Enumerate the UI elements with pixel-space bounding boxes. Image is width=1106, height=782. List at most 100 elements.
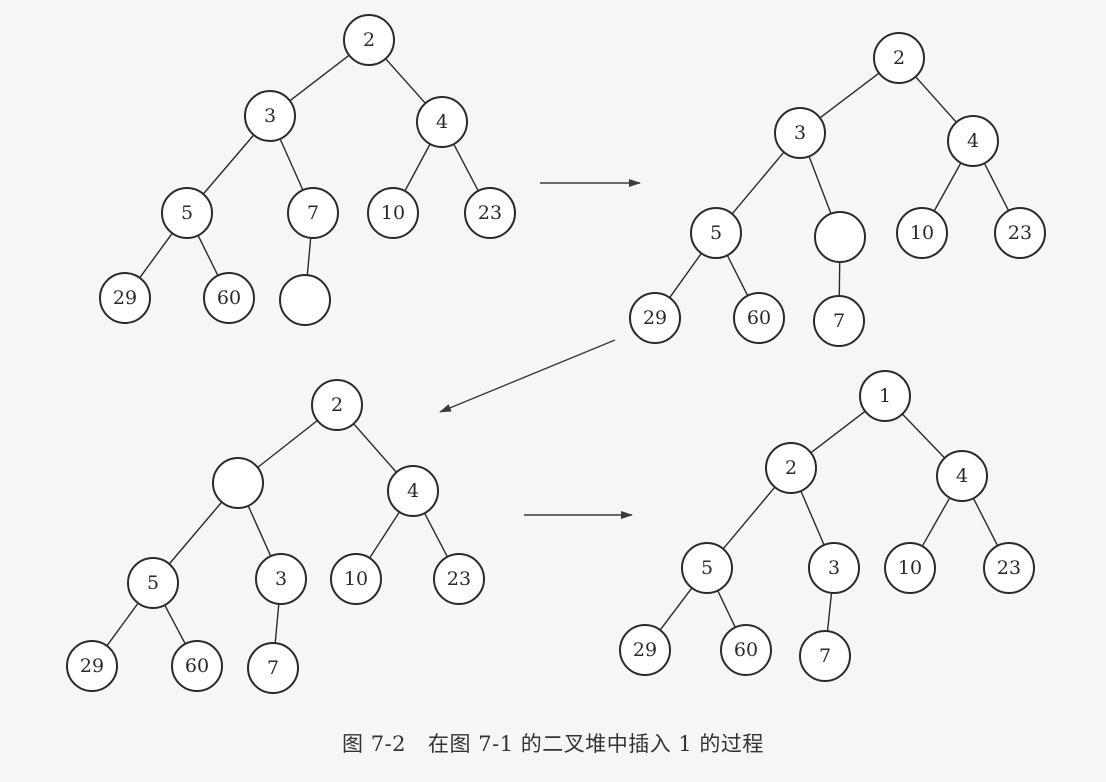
node-label: 23 [1008,222,1032,244]
node-label: 7 [833,310,845,332]
heap-node: 10 [896,207,948,259]
node-label: 10 [898,557,922,579]
tree-edge [915,76,957,123]
tree-edge [659,587,693,631]
node-label: 23 [478,202,502,224]
arrow-step-2-to-3 [439,339,616,413]
node-label: 2 [785,457,797,479]
tree-edge [369,511,400,559]
node-label: 23 [447,568,471,590]
node-circle [416,96,468,148]
tree-step-3: 24 5 3 10 23 29 60 7 [66,379,485,694]
node-circle [619,624,671,676]
node-label: 5 [147,572,159,594]
heap-node: 10 [884,542,936,594]
node-circle [343,14,395,66]
node-label: 29 [633,639,657,661]
tree-edge [810,410,866,454]
heap-node: 5 [127,557,179,609]
heap-node: 3 [255,553,307,605]
node-circle [859,370,911,422]
heap-node: 29 [619,624,671,676]
tree-edge [901,413,946,459]
heap-node: 4 [416,96,468,148]
node-label: 29 [643,307,667,329]
heap-node: 29 [66,640,118,692]
heap-node: 5 [690,207,742,259]
tree-edge [274,603,280,644]
node-label: 29 [80,655,104,677]
node-label: 7 [267,657,279,679]
heap-node: 60 [733,292,785,344]
node-circle [464,187,516,239]
heap-node: 5 [161,187,213,239]
tree-edge [933,162,962,212]
node-label: 5 [710,222,722,244]
heap-node: 2 [343,14,395,66]
tree-edge [404,143,431,192]
heap-node-empty [279,274,331,326]
node-circle [127,557,179,609]
node-circle [681,542,733,594]
heap-node: 23 [994,207,1046,259]
node-circle [814,211,866,263]
node-circle [896,207,948,259]
tree-edge [197,235,219,276]
heap-node: 7 [247,642,299,694]
tree-edge [972,497,999,547]
node-circle [808,542,860,594]
heap-node: 3 [774,107,826,159]
node-label: 60 [747,307,771,329]
node-circle [799,630,851,682]
node-circle [244,90,296,142]
node-label: 60 [185,655,209,677]
node-label: 60 [734,639,758,661]
heap-node: 4 [947,115,999,167]
node-label: 7 [819,645,831,667]
node-label: 10 [910,222,934,244]
heap-node: 3 [808,542,860,594]
tree-edge [726,254,749,297]
tree-edge [164,604,186,645]
heap-node: 60 [171,640,223,692]
heap-node: 7 [287,187,339,239]
heap-node: 2 [311,379,363,431]
heap-node: 29 [629,292,681,344]
figure-caption-text: 在图 7-1 的二叉堆中插入 1 的过程 [428,732,764,756]
node-label: 3 [264,105,276,127]
node-label: 10 [381,202,405,224]
node-circle [287,187,339,239]
tree-edge [385,58,426,104]
tree-edge [289,54,350,102]
node-label: 3 [794,122,806,144]
heap-node: 7 [813,295,865,347]
node-circle [983,542,1035,594]
heap-node: 7 [799,630,851,682]
node-label: 60 [217,287,241,309]
heap-node: 4 [387,465,439,517]
heap-node: 4 [936,450,988,502]
tree-edge [353,423,397,473]
tree-edge [826,592,833,632]
node-circle [690,207,742,259]
heap-node: 1 [859,370,911,422]
node-circle [161,187,213,239]
node-label: 3 [275,568,287,590]
node-circle [247,642,299,694]
heap-node-empty [814,211,866,263]
node-circle [203,272,255,324]
heap-node: 60 [720,624,772,676]
heap-node: 10 [330,553,382,605]
node-label: 4 [436,111,448,133]
node-label: 5 [181,202,193,224]
node-circle [279,274,331,326]
tree-edge [168,501,223,565]
tree-edge [202,134,255,195]
heap-node: 10 [367,187,419,239]
heap-node: 5 [681,542,733,594]
heap-node: 2 [873,32,925,84]
node-circle [433,553,485,605]
